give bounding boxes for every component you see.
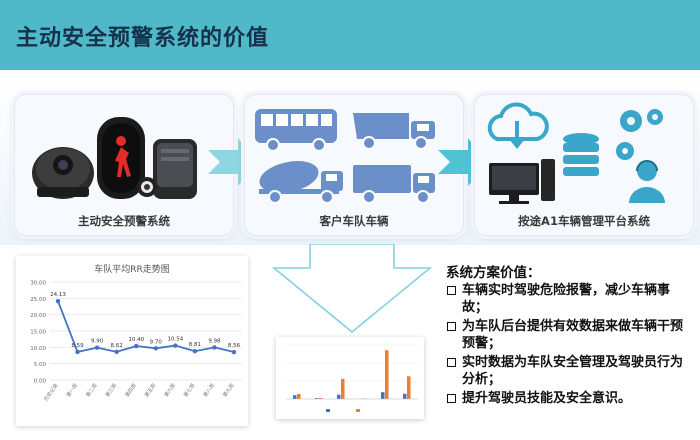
computer-icon <box>489 159 555 204</box>
cloud-download-icon <box>487 102 549 149</box>
database-icon <box>563 133 599 176</box>
value-item-text: 为车队后台提供有效数据来做车辆干预预警； <box>462 319 684 351</box>
panel-caption: 按途A1车辆管理平台系统 <box>518 214 650 228</box>
x-tick-label: 第三周 <box>104 382 118 398</box>
x-tick-label: 第七周 <box>182 382 196 398</box>
gear-icon <box>616 109 663 160</box>
data-point <box>134 343 139 349</box>
bus-icon <box>255 109 337 152</box>
bar <box>297 393 301 399</box>
data-point <box>212 345 217 350</box>
panel-management-platform: 按途A1车辆管理平台系统 <box>474 94 694 236</box>
data-label: 8.56 <box>228 343 241 349</box>
x-tick-label: 第六周 <box>163 382 177 398</box>
x-tick-label: 第八周 <box>202 382 216 398</box>
checkbox-square-icon <box>447 322 456 331</box>
data-point <box>94 345 100 350</box>
chart-title: 车队平均RR走势图 <box>94 263 170 275</box>
platform-image <box>487 102 665 204</box>
bar <box>385 350 389 399</box>
checkbox-square-icon <box>447 394 456 403</box>
panel-caption: 主动安全预警系统 <box>78 214 170 228</box>
y-tick-label: 10.00 <box>30 346 46 352</box>
legend-swatch <box>326 409 330 412</box>
value-list: 车辆实时驾驶危险报警，减少车辆事故； 为车队后台提供有效数据来做车辆干预预警； … <box>446 282 691 409</box>
fleet-vehicles-image <box>255 109 435 204</box>
y-tick-label: 5.00 <box>34 362 47 368</box>
checkbox-square-icon <box>447 358 456 367</box>
data-label: 9.90 <box>91 339 104 345</box>
bar-comparison-chart <box>276 337 424 419</box>
panel-fleet-vehicles: 客户车队车辆 <box>244 94 464 236</box>
rr-trend-chart-svg: 车队平均RR走势图 0.00 5.00 10.00 15.00 20.00 25.00 30… <box>30 263 242 403</box>
data-point <box>55 298 61 304</box>
data-point <box>231 349 237 355</box>
rr-trend-chart: 车队平均RR走势图 0.00 5.00 10.00 15.00 20.00 25.00 30… <box>16 256 248 426</box>
y-tick-label: 20.00 <box>30 313 46 319</box>
value-item-text: 实时数据为车队安全管理及驾驶员行为分析； <box>462 355 684 387</box>
checkbox-square-icon <box>447 286 456 295</box>
bar <box>293 395 297 399</box>
value-title: 系统方案价值： <box>446 265 541 281</box>
mixer-truck-icon <box>259 161 343 204</box>
bar-comparison-chart-svg <box>286 344 418 412</box>
y-tick-label: 30.00 <box>30 281 46 287</box>
data-point <box>75 349 80 355</box>
bar <box>315 398 319 399</box>
x-tick-label: 第五周 <box>143 382 157 398</box>
data-label: 8.59 <box>71 343 84 349</box>
bar <box>407 376 411 399</box>
value-item: 提升驾驶员技能及安全意识。 <box>446 390 691 407</box>
y-tick-label: 0.00 <box>34 379 47 385</box>
x-tick-label: 历史记录 <box>42 382 59 402</box>
title-bar: 主动安全预警系统的价值 <box>0 0 700 70</box>
data-point <box>192 349 198 354</box>
bar <box>337 394 341 399</box>
value-item: 实时数据为车队安全管理及驾驶员行为分析； <box>446 354 691 388</box>
page-title: 主动安全预警系统的价值 <box>16 26 270 51</box>
data-label: 24.13 <box>50 292 66 298</box>
support-agent-icon <box>629 160 665 203</box>
bar <box>319 397 323 399</box>
data-point <box>153 346 158 351</box>
x-tick-label: 第二周 <box>84 382 98 398</box>
down-arrow-icon <box>272 244 432 333</box>
data-label: 9.98 <box>208 338 221 344</box>
value-item: 为车队后台提供有效数据来做车辆干预预警； <box>446 318 691 352</box>
data-label: 8.62 <box>111 343 123 349</box>
x-tick-label: 第一周 <box>65 382 79 398</box>
value-item: 车辆实时驾驶危险报警，减少车辆事故； <box>446 282 691 316</box>
value-item-text: 提升驾驶员技能及安全意识。 <box>462 391 632 406</box>
bar <box>341 378 345 399</box>
panel-safety-device: 主动安全预警系统 <box>14 94 234 236</box>
legend-swatch <box>356 409 360 412</box>
series-line <box>57 300 235 353</box>
value-item-text: 车辆实时驾驶危险报警，减少车辆事故； <box>462 283 671 315</box>
safety-device-image <box>32 117 197 199</box>
x-tick-label: 第九周 <box>221 382 235 398</box>
data-label: 10.54 <box>167 337 183 343</box>
data-label: 10.40 <box>128 337 144 343</box>
dump-truck-icon <box>353 113 435 150</box>
y-tick-label: 15.00 <box>30 330 46 336</box>
x-tick-label: 第四周 <box>124 382 138 398</box>
y-tick-label: 25.00 <box>30 297 46 303</box>
data-point <box>173 343 178 348</box>
bar <box>403 393 407 399</box>
panel-caption: 客户车队车辆 <box>319 214 389 228</box>
data-label: 8.81 <box>189 342 201 348</box>
data-point <box>114 349 119 355</box>
box-truck-icon <box>353 165 435 204</box>
bar <box>381 392 385 399</box>
data-label: 9.70 <box>150 339 163 345</box>
